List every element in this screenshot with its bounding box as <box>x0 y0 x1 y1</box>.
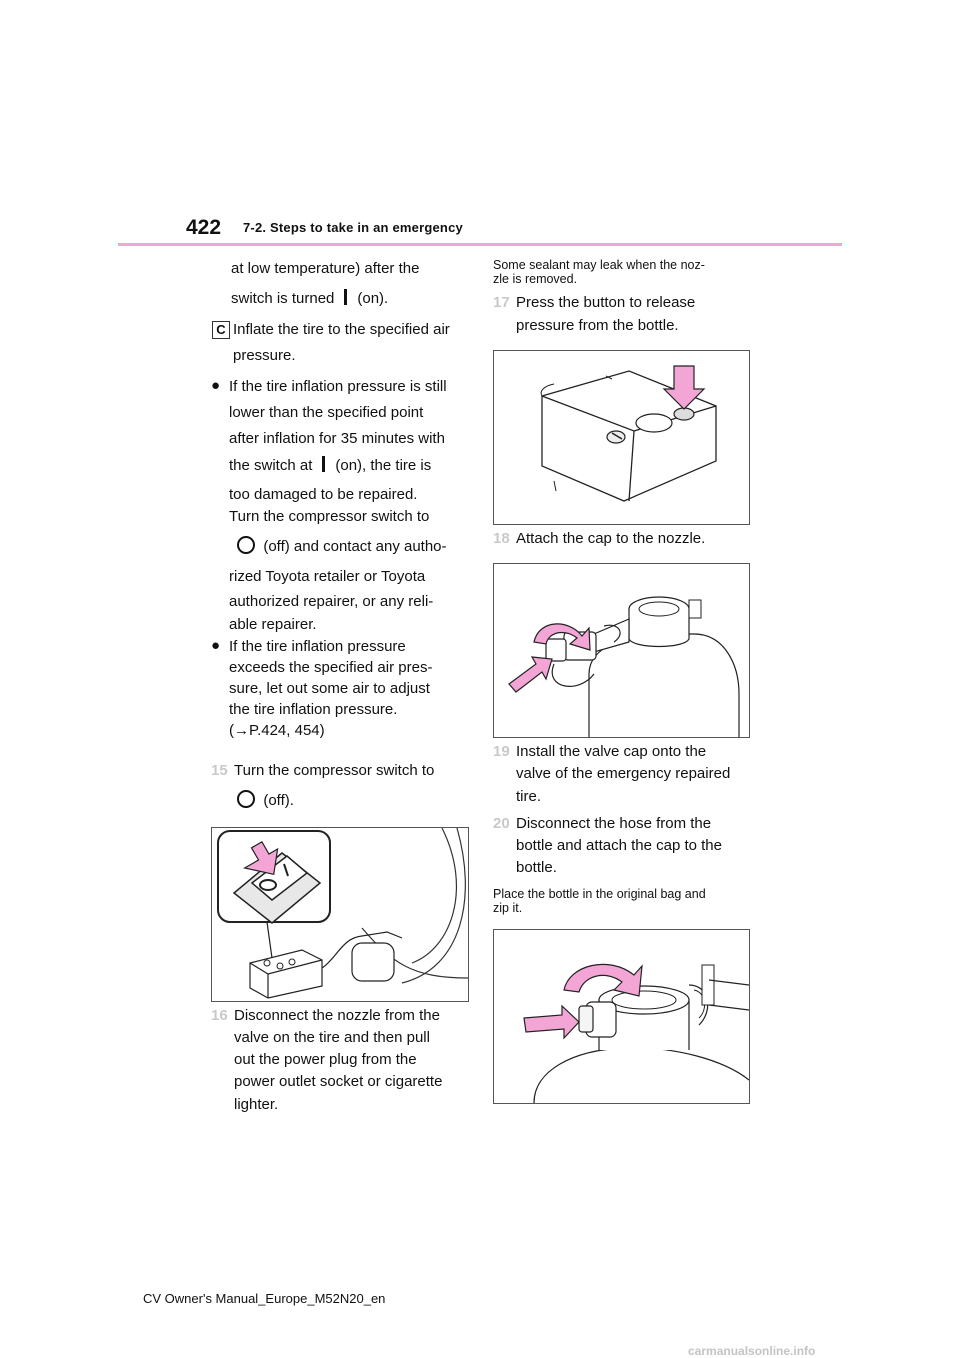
bullet-text: If the tire inflation pressure exceeds t… <box>229 636 432 741</box>
step-number: 16 <box>211 1007 228 1024</box>
bullet-icon: ● <box>211 377 221 394</box>
step-text: Turn the compressor switch to <box>234 762 435 779</box>
step-text: Press the button to release <box>516 294 696 311</box>
text-line: pressure from the bottle. <box>516 317 679 334</box>
note-text: Place the bottle in the original bag and… <box>493 887 706 915</box>
text-line: able repairer. <box>229 616 317 633</box>
text-line: If the tire inflation pressure <box>229 638 406 655</box>
text-line: Place the bottle in the original bag and <box>493 887 706 901</box>
release-button-drawing <box>540 365 717 502</box>
text-fragment: (off). <box>263 792 294 809</box>
bottle-cap-drawing <box>523 963 749 1103</box>
step-text: Disconnect the nozzle from the <box>234 1007 440 1024</box>
step-15: 15 Turn the compressor switch to <box>211 760 434 782</box>
text-line: the tire inflation pressure. <box>229 701 398 718</box>
step-number: 17 <box>493 294 510 311</box>
step-text: Disconnect the hose from the <box>516 815 712 832</box>
text-line: power outlet socket or cigarette <box>234 1073 443 1090</box>
bullet-icon: ● <box>211 637 221 654</box>
text-line: at low temperature) after the <box>231 260 420 277</box>
text-line: rized Toyota retailer or Toyota <box>229 568 426 585</box>
text-line: switch is turned (on). <box>231 288 388 310</box>
text-fragment: switch is turned <box>231 290 335 307</box>
step-18: 18 Attach the cap to the nozzle. <box>493 528 705 550</box>
text-line: sure, let out some air to adjust <box>229 680 430 697</box>
text-line: bottle and attach the cap to the <box>516 837 722 854</box>
footer-manual-id: CV Owner's Manual_Europe_M52N20_en <box>143 1291 386 1306</box>
step-number: 20 <box>493 815 510 832</box>
text-line: lower than the specified point <box>229 404 424 421</box>
step-label-c: C <box>212 321 230 339</box>
section-title: 7-2. Steps to take in an emergency <box>243 220 463 235</box>
text-line: zip it. <box>493 901 523 915</box>
step-19: 19 Install the valve cap onto the <box>493 741 706 763</box>
cap-nozzle-drawing <box>508 596 740 737</box>
text-line: authorized repairer, or any reli- <box>229 593 434 610</box>
switch-on-icon <box>322 456 326 472</box>
switch-off-icon <box>237 790 255 808</box>
text-line: pressure. <box>233 347 296 364</box>
step-17: 17 Press the button to release <box>493 292 695 314</box>
text-line: tire. <box>516 788 542 805</box>
text-fragment: the switch at <box>229 457 313 474</box>
text-fragment: (on). <box>357 290 389 307</box>
step-number: 15 <box>211 762 228 779</box>
text-line: too damaged to be repaired. <box>229 486 418 503</box>
text-line: Inflate the tire to the specified air <box>233 321 450 338</box>
text-fragment: (on), the tire is <box>335 457 432 474</box>
page-number: 422 <box>186 216 222 239</box>
compressor-switch-drawing <box>217 828 468 999</box>
text-line: the switch at (on), the tire is <box>229 455 431 477</box>
text-fragment: (off) and contact any autho- <box>263 538 447 555</box>
step-20: 20 Disconnect the hose from the <box>493 813 711 835</box>
watermark: carmanualsonline.info <box>688 1344 816 1358</box>
illustration-compressor-switch <box>211 827 469 1002</box>
note-text: Some sealant may leak when the noz- zle … <box>493 258 705 286</box>
text-line: (off). <box>237 790 294 812</box>
illustration-bottle-cap <box>493 929 750 1104</box>
text-line: (off) and contact any autho- <box>237 536 447 558</box>
header-rule <box>118 243 842 246</box>
text-line: lighter. <box>234 1096 279 1113</box>
text-line: (→P.424, 454) <box>229 722 325 739</box>
switch-on-icon <box>344 289 348 305</box>
step-number: 18 <box>493 530 510 547</box>
text-line: out the power plug from the <box>234 1051 417 1068</box>
text-line: after inflation for 35 minutes with <box>229 430 445 447</box>
step-text: Attach the cap to the nozzle. <box>516 530 706 547</box>
switch-off-icon <box>237 536 255 554</box>
text-line: Turn the compressor switch to <box>229 508 430 525</box>
step-16: 16 Disconnect the nozzle from the <box>211 1005 440 1027</box>
illustration-release-button <box>493 350 750 525</box>
text-line: valve on the tire and then pull <box>234 1029 430 1046</box>
text-line: valve of the emergency repaired <box>516 765 731 782</box>
text-line: Some sealant may leak when the noz- <box>493 258 705 272</box>
step-number: 19 <box>493 743 510 760</box>
step-text: Install the valve cap onto the <box>516 743 707 760</box>
text-line: bottle. <box>516 859 557 876</box>
text-line: zle is removed. <box>493 272 578 286</box>
text-line: exceeds the specified air pres- <box>229 659 433 676</box>
illustration-cap-nozzle <box>493 563 750 738</box>
text-line: If the tire inflation pressure is still <box>229 378 447 395</box>
